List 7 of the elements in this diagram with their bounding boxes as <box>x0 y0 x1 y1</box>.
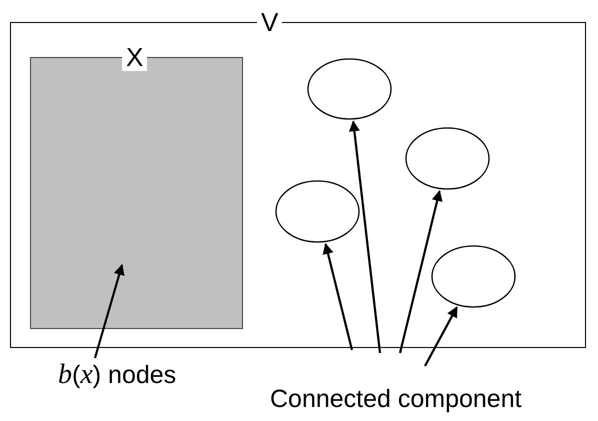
arrow <box>322 242 354 350</box>
arrow <box>94 264 125 358</box>
caption-text: b(x) nodes <box>58 361 176 389</box>
caption-text: Connected component <box>270 385 522 413</box>
arrow <box>424 306 458 367</box>
arrow <box>348 120 382 354</box>
arrow <box>398 190 443 354</box>
